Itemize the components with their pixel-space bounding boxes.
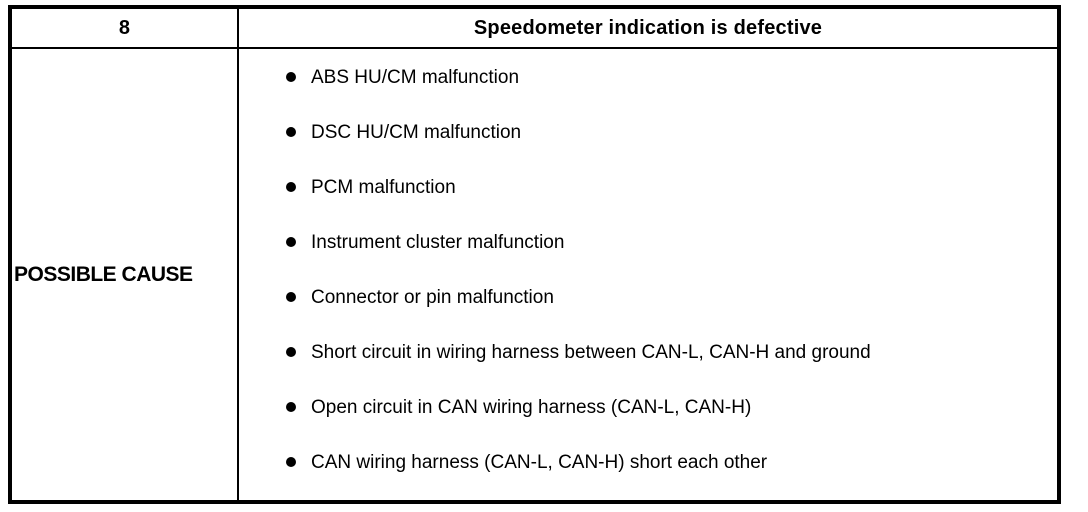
cause-text: Open circuit in CAN wiring harness (CAN-… (311, 397, 752, 418)
cause-text: PCM malfunction (311, 177, 456, 198)
cause-list: ABS HU/CM malfunction DSC HU/CM malfunct… (286, 63, 1037, 477)
possible-cause-cell: POSSIBLE CAUSE (12, 49, 239, 500)
bullet-icon (286, 237, 296, 247)
list-item: Connector or pin malfunction (286, 283, 1037, 312)
bullet-icon (286, 347, 296, 357)
header-number-cell: 8 (12, 9, 239, 47)
bullet-icon (286, 127, 296, 137)
cause-text: Connector or pin malfunction (311, 287, 554, 308)
cause-list-cell: ABS HU/CM malfunction DSC HU/CM malfunct… (239, 49, 1057, 500)
item-number: 8 (118, 16, 131, 39)
cause-text: Short circuit in wiring harness between … (311, 342, 871, 363)
header-title-cell: Speedometer indication is defective (239, 9, 1057, 47)
list-item: Open circuit in CAN wiring harness (CAN-… (286, 393, 1037, 422)
list-item: ABS HU/CM malfunction (286, 63, 1037, 92)
cause-text: Instrument cluster malfunction (311, 232, 565, 253)
list-item: CAN wiring harness (CAN-L, CAN-H) short … (286, 448, 1037, 477)
list-item: PCM malfunction (286, 173, 1037, 202)
table-header-row: 8 Speedometer indication is defective (12, 9, 1057, 49)
bullet-icon (286, 457, 296, 467)
possible-cause-label: POSSIBLE CAUSE (14, 262, 193, 286)
symptom-title: Speedometer indication is defective (473, 16, 823, 39)
bullet-icon (286, 292, 296, 302)
cause-text: CAN wiring harness (CAN-L, CAN-H) short … (311, 452, 768, 473)
cause-text: DSC HU/CM malfunction (311, 122, 522, 143)
bullet-icon (286, 72, 296, 82)
table-body-row: POSSIBLE CAUSE ABS HU/CM malfunction DSC… (12, 49, 1057, 500)
cause-text: ABS HU/CM malfunction (311, 67, 520, 88)
diagnostic-table: 8 Speedometer indication is defective PO… (8, 5, 1061, 504)
bullet-icon (286, 402, 296, 412)
list-item: Instrument cluster malfunction (286, 228, 1037, 257)
list-item: DSC HU/CM malfunction (286, 118, 1037, 147)
bullet-icon (286, 182, 296, 192)
list-item: Short circuit in wiring harness between … (286, 338, 1037, 367)
